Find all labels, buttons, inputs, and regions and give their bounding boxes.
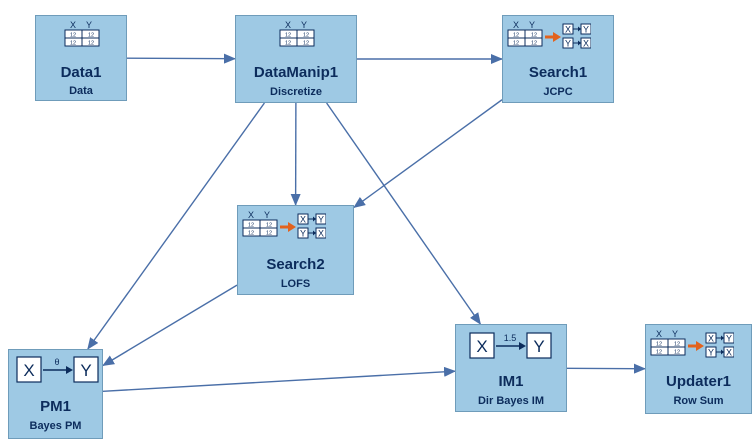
svg-text:X: X [248,210,254,220]
svg-text:Y: Y [300,229,306,239]
node-search2[interactable]: X Y 12 12 12 12 X Y Y X Search2 LOFS [237,205,354,295]
svg-text:12: 12 [70,33,76,39]
node-pm1[interactable]: X θ Y PM1 Bayes PM [8,349,103,439]
svg-text:12: 12 [285,33,291,39]
edge-pm1-to-im1[interactable] [103,371,455,391]
svg-text:12: 12 [70,41,76,47]
svg-text:12: 12 [88,41,94,47]
svg-text:Y: Y [86,20,92,30]
svg-text:Y: Y [708,348,714,358]
svg-text:X: X [565,25,571,35]
data-table-icon: X Y 12 12 12 12 [64,20,100,53]
im-xy-icon: X 1.5 Y [469,331,553,366]
svg-text:X: X [300,215,306,225]
node-subtitle: Data [36,85,126,97]
node-title: Search2 [238,256,353,273]
svg-text:12: 12 [513,41,519,47]
node-search1[interactable]: X Y 12 12 12 12 X Y Y X Search1 JCPC [502,15,614,103]
search-graph-icon: X Y 12 12 12 12 X Y Y X [242,210,326,245]
svg-text:X: X [318,229,324,239]
svg-text:X: X [23,361,34,380]
edge-search2-to-pm1[interactable] [103,285,237,365]
svg-text:12: 12 [656,342,662,348]
svg-text:Y: Y [264,210,270,220]
svg-text:12: 12 [531,33,537,39]
svg-text:12: 12 [88,33,94,39]
svg-text:X: X [708,334,714,344]
svg-text:12: 12 [248,223,254,229]
svg-text:θ: θ [54,357,59,367]
svg-text:X: X [656,329,662,339]
svg-text:12: 12 [674,350,680,356]
node-im1[interactable]: X 1.5 Y IM1 Dir Bayes IM [455,324,567,412]
svg-text:Y: Y [80,361,91,380]
node-subtitle: Row Sum [646,395,751,407]
node-data1[interactable]: X Y 12 12 12 12 Data1 Data [35,15,127,101]
svg-text:12: 12 [303,33,309,39]
node-subtitle: JCPC [503,86,613,98]
svg-text:12: 12 [656,350,662,356]
node-subtitle: Discretize [236,86,356,98]
pm-xy-icon: X θ Y [16,355,100,390]
node-title: Search1 [503,64,613,81]
svg-text:Y: Y [533,337,544,356]
node-title: Data1 [36,64,126,81]
svg-text:1.5: 1.5 [504,333,517,343]
svg-text:Y: Y [583,25,589,35]
svg-text:12: 12 [285,41,291,47]
svg-text:X: X [513,20,519,30]
svg-text:12: 12 [266,231,272,237]
svg-text:12: 12 [531,41,537,47]
svg-text:12: 12 [674,342,680,348]
node-title: Updater1 [646,373,751,390]
svg-text:Y: Y [726,334,732,344]
svg-text:12: 12 [513,33,519,39]
svg-text:X: X [70,20,76,30]
svg-text:Y: Y [529,20,535,30]
search-graph-icon: X Y 12 12 12 12 X Y Y X [507,20,591,55]
data-table-icon: X Y 12 12 12 12 [279,20,315,53]
node-subtitle: Bayes PM [9,420,102,432]
svg-text:X: X [726,348,732,358]
svg-text:X: X [583,39,589,49]
svg-text:Y: Y [565,39,571,49]
svg-text:X: X [285,20,291,30]
node-title: PM1 [9,398,102,415]
edge-search1-to-search2[interactable] [354,100,502,208]
svg-text:12: 12 [303,41,309,47]
node-title: DataManip1 [236,64,356,81]
svg-text:X: X [476,337,487,356]
svg-text:Y: Y [301,20,307,30]
search-graph-icon: X Y 12 12 12 12 X Y Y X [650,329,734,364]
edge-data1-to-datamanip1[interactable] [127,58,235,59]
svg-text:12: 12 [266,223,272,229]
svg-text:Y: Y [318,215,324,225]
node-subtitle: LOFS [238,278,353,290]
node-title: IM1 [456,373,566,390]
node-subtitle: Dir Bayes IM [456,395,566,407]
node-updater1[interactable]: X Y 12 12 12 12 X Y Y X Updater1 Row Sum [645,324,752,414]
svg-text:12: 12 [248,231,254,237]
node-datamanip1[interactable]: X Y 12 12 12 12 DataManip1 Discretize [235,15,357,103]
svg-text:Y: Y [672,329,678,339]
